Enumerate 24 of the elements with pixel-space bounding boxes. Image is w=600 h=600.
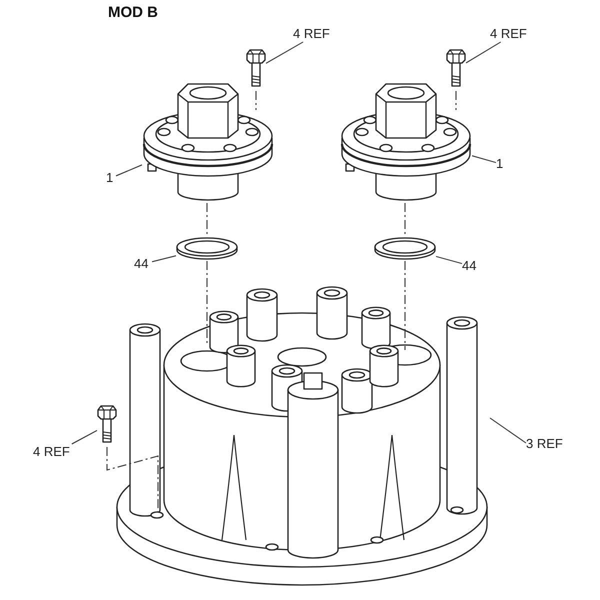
center-line [206,260,208,346]
leader-line [472,155,496,164]
callout-label: 3 REF [526,436,563,452]
leader-line [152,255,176,262]
leader-line [490,418,526,444]
leader-line [436,256,462,264]
callout-label: 4 REF [33,444,70,460]
center-line [404,202,406,236]
leader-line [466,42,502,64]
ring-drawing [176,236,238,260]
center-line [404,260,406,350]
callout-label: 44 [134,256,148,272]
diagram-title: MOD B [108,4,158,21]
leader-line [266,42,304,64]
leader-line [71,430,98,444]
center-line [206,202,208,236]
ring-drawing [374,236,436,260]
callout-label: 4 REF [490,26,527,42]
leader-line [116,164,142,176]
callout-label: 4 REF [293,26,330,42]
callout-label: 1 [106,170,114,186]
callout-label: 1 [496,156,504,172]
center-line [106,446,158,512]
callout-label: 44 [462,258,476,274]
